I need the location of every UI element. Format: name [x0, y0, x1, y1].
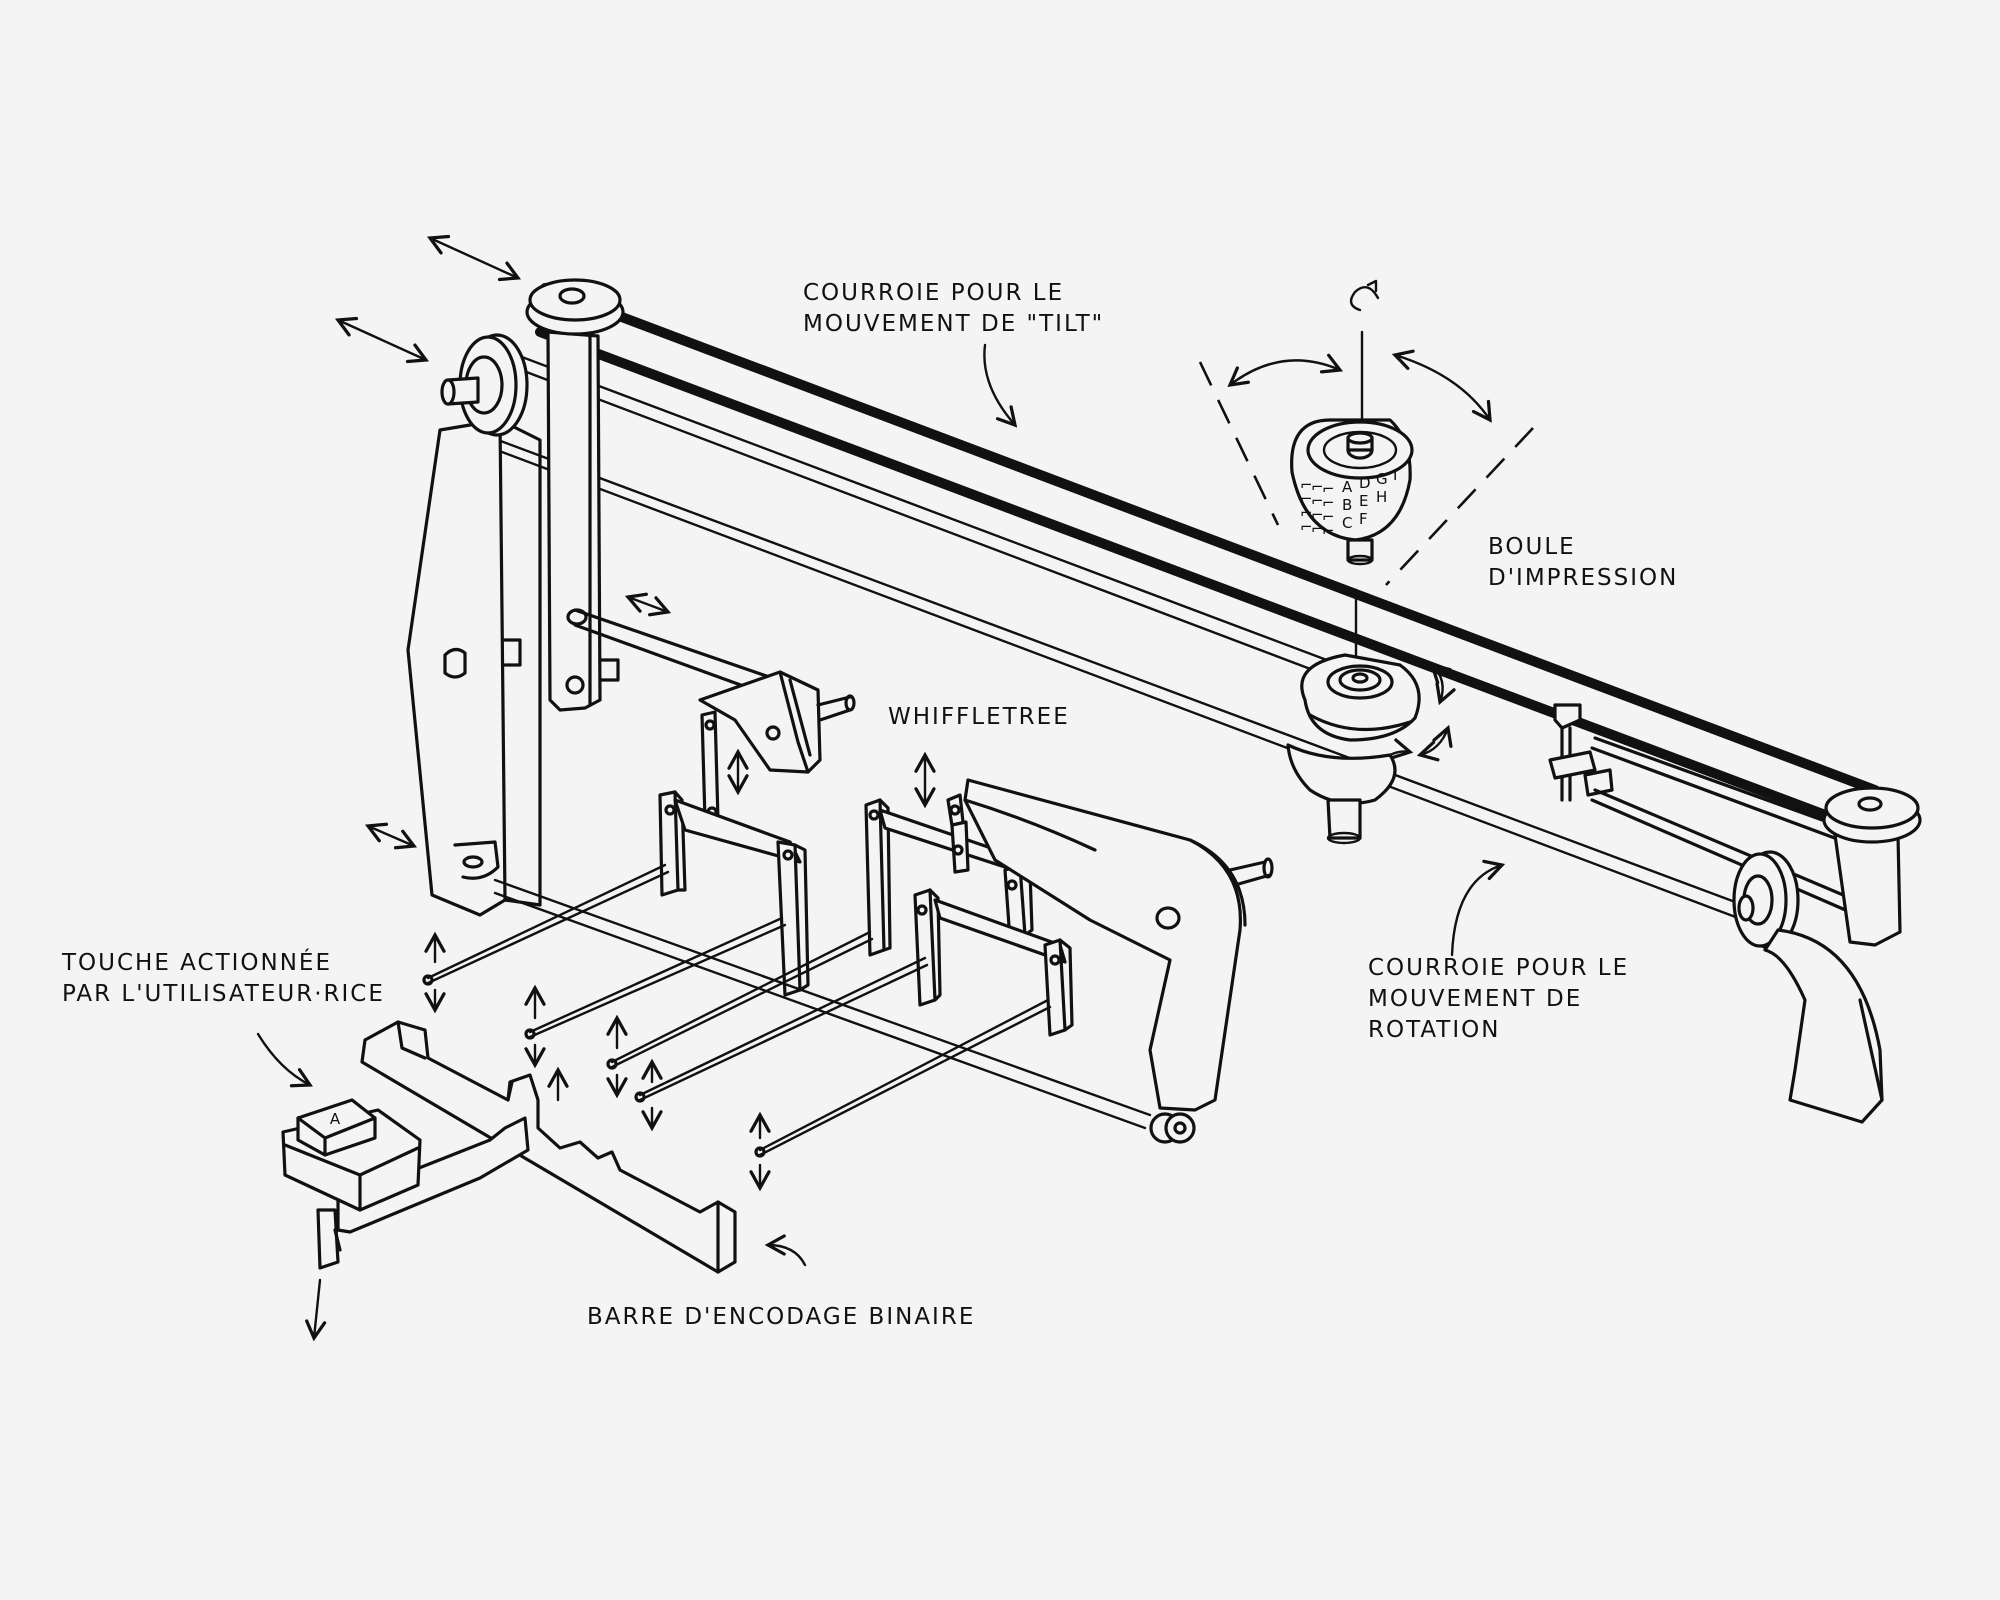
right-bracket: [1548, 703, 1922, 947]
main-push-rod: [493, 878, 1152, 1130]
label-line: par l'utilisateur·rice: [62, 981, 385, 1007]
label-binary-bar: Barre d'encodage binaire: [587, 1302, 975, 1333]
label-line: Whiffletree: [888, 704, 1070, 730]
ball-letter: G: [1376, 470, 1388, 488]
rotation-belt: [488, 343, 1772, 932]
whiffletree-left-levers: [658, 710, 810, 997]
label-line: rotation: [1368, 1017, 1501, 1043]
label-line: Barre d'encodage binaire: [587, 1304, 976, 1330]
ball-glyph-mark: ⌐: [1322, 480, 1335, 498]
ball-letter: H: [1376, 488, 1387, 506]
ball-glyph-mark: ⌐: [1311, 478, 1324, 496]
motion-arrows-frame: [334, 234, 672, 850]
label-line: Boule: [1488, 534, 1576, 560]
label-line: Courroie pour le: [803, 280, 1065, 306]
ball-glyph-mark: ⌐: [1300, 504, 1313, 522]
label-rotation-belt: Courroie pour le mouvement de rotation: [1368, 953, 1629, 1046]
ball-glyph-mark: ⌐: [1311, 520, 1324, 538]
ball-letter: D: [1359, 474, 1371, 492]
ball-glyph-mark: ⌐: [1322, 494, 1335, 512]
ball-glyph-mark: ⌐: [1311, 492, 1324, 510]
binary-encoding-bar: [336, 1020, 737, 1274]
label-tilt-belt: Courroie pour le mouvement de "tilt": [803, 278, 1104, 340]
ball-glyph-mark: ⌐: [1300, 490, 1313, 508]
left-frame-plate: [406, 418, 542, 917]
selector-rods: [422, 863, 1052, 1158]
selector-motion-arrows: [424, 931, 771, 1192]
tilt-link-rod: [566, 608, 856, 774]
lower-right-pulley: [1732, 850, 1884, 1124]
label-line: Courroie pour le: [1368, 955, 1630, 981]
cam-plate: [963, 778, 1274, 1144]
ball-letter: F: [1359, 510, 1368, 528]
label-leaders: [256, 343, 1506, 1267]
label-print-ball: Boule d'impression: [1488, 532, 1678, 594]
label-user-key: Touche actionnée par l'utilisateur·rice: [62, 948, 385, 1010]
ball-letter: C: [1342, 514, 1352, 532]
key-letter: A: [330, 1110, 341, 1128]
label-line: Touche actionnée: [62, 950, 332, 976]
ball-glyph-mark: ⌐: [1322, 522, 1335, 540]
user-key: A: [281, 1098, 422, 1342]
ball-letter: A: [1342, 478, 1353, 496]
label-line: mouvement de: [1368, 986, 1583, 1012]
tilt-belt: [535, 283, 1880, 833]
ball-letter: E: [1359, 492, 1368, 510]
left-pulley: [440, 333, 529, 437]
ball-glyph-mark: ⌐: [1300, 518, 1313, 536]
label-whiffletree: Whiffletree: [888, 702, 1070, 733]
ball-letter: I: [1393, 466, 1397, 484]
label-line: d'impression: [1488, 565, 1679, 591]
ball-glyph-mark: ⌐: [1311, 506, 1324, 524]
rotation-drum: [1286, 588, 1456, 845]
whiffletree-centre-levers: [864, 751, 1074, 1037]
ball-glyph-mark: ⌐: [1300, 476, 1313, 494]
ball-glyph-mark: ⌐: [1322, 508, 1335, 526]
top-pulley: [525, 278, 625, 336]
label-line: mouvement de "tilt": [803, 311, 1105, 337]
ball-letter: B: [1342, 496, 1352, 514]
